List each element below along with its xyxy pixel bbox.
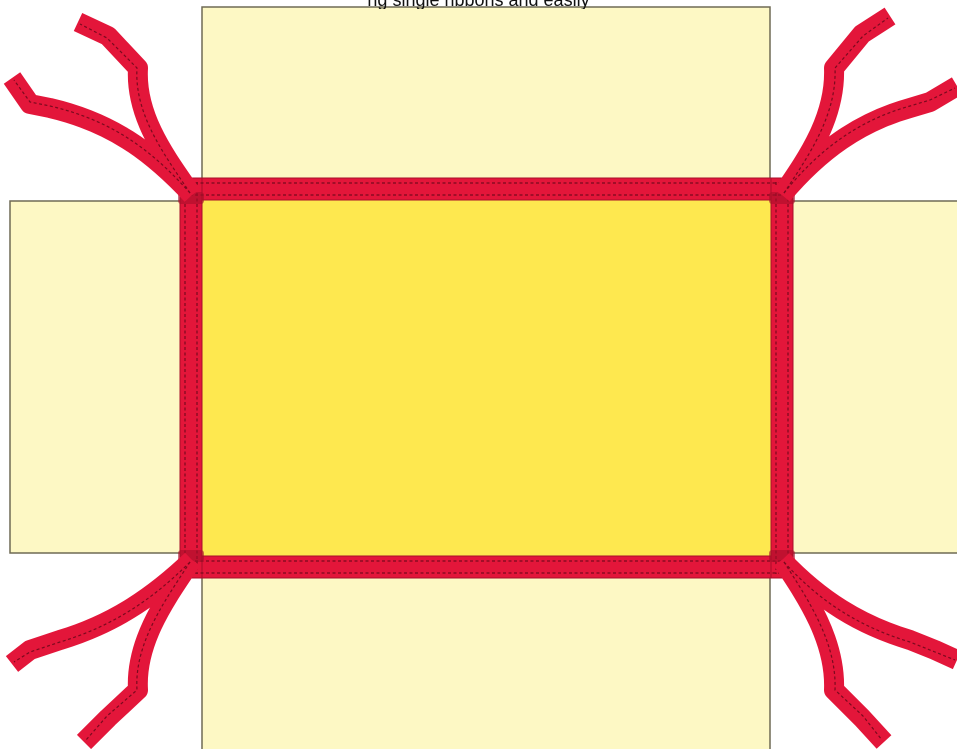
top-caption: ng single ribbons and easily	[0, 0, 957, 9]
left-flap	[10, 201, 191, 553]
bottom-flap	[202, 570, 770, 749]
ribbon-left	[180, 178, 202, 578]
ribbon-tail-br-vertical	[782, 560, 884, 742]
ribbon-tail-tr-vertical	[782, 16, 890, 195]
ribbon-tail-bl-vertical	[84, 560, 192, 742]
ribbon-tail-tl-vertical	[78, 22, 192, 195]
ribbon-tails-bottom-left	[12, 560, 192, 742]
ribbon-right	[771, 178, 793, 578]
right-flap	[782, 201, 957, 553]
ribbon-tails-bottom-right	[782, 560, 957, 742]
center-panel	[191, 190, 782, 563]
ribbon-tails-top-right	[782, 16, 957, 195]
ribbon-bottom	[180, 556, 793, 578]
ribbon-tails-top-left	[12, 22, 192, 195]
ribbon-top	[180, 178, 793, 200]
top-flap	[202, 7, 770, 186]
